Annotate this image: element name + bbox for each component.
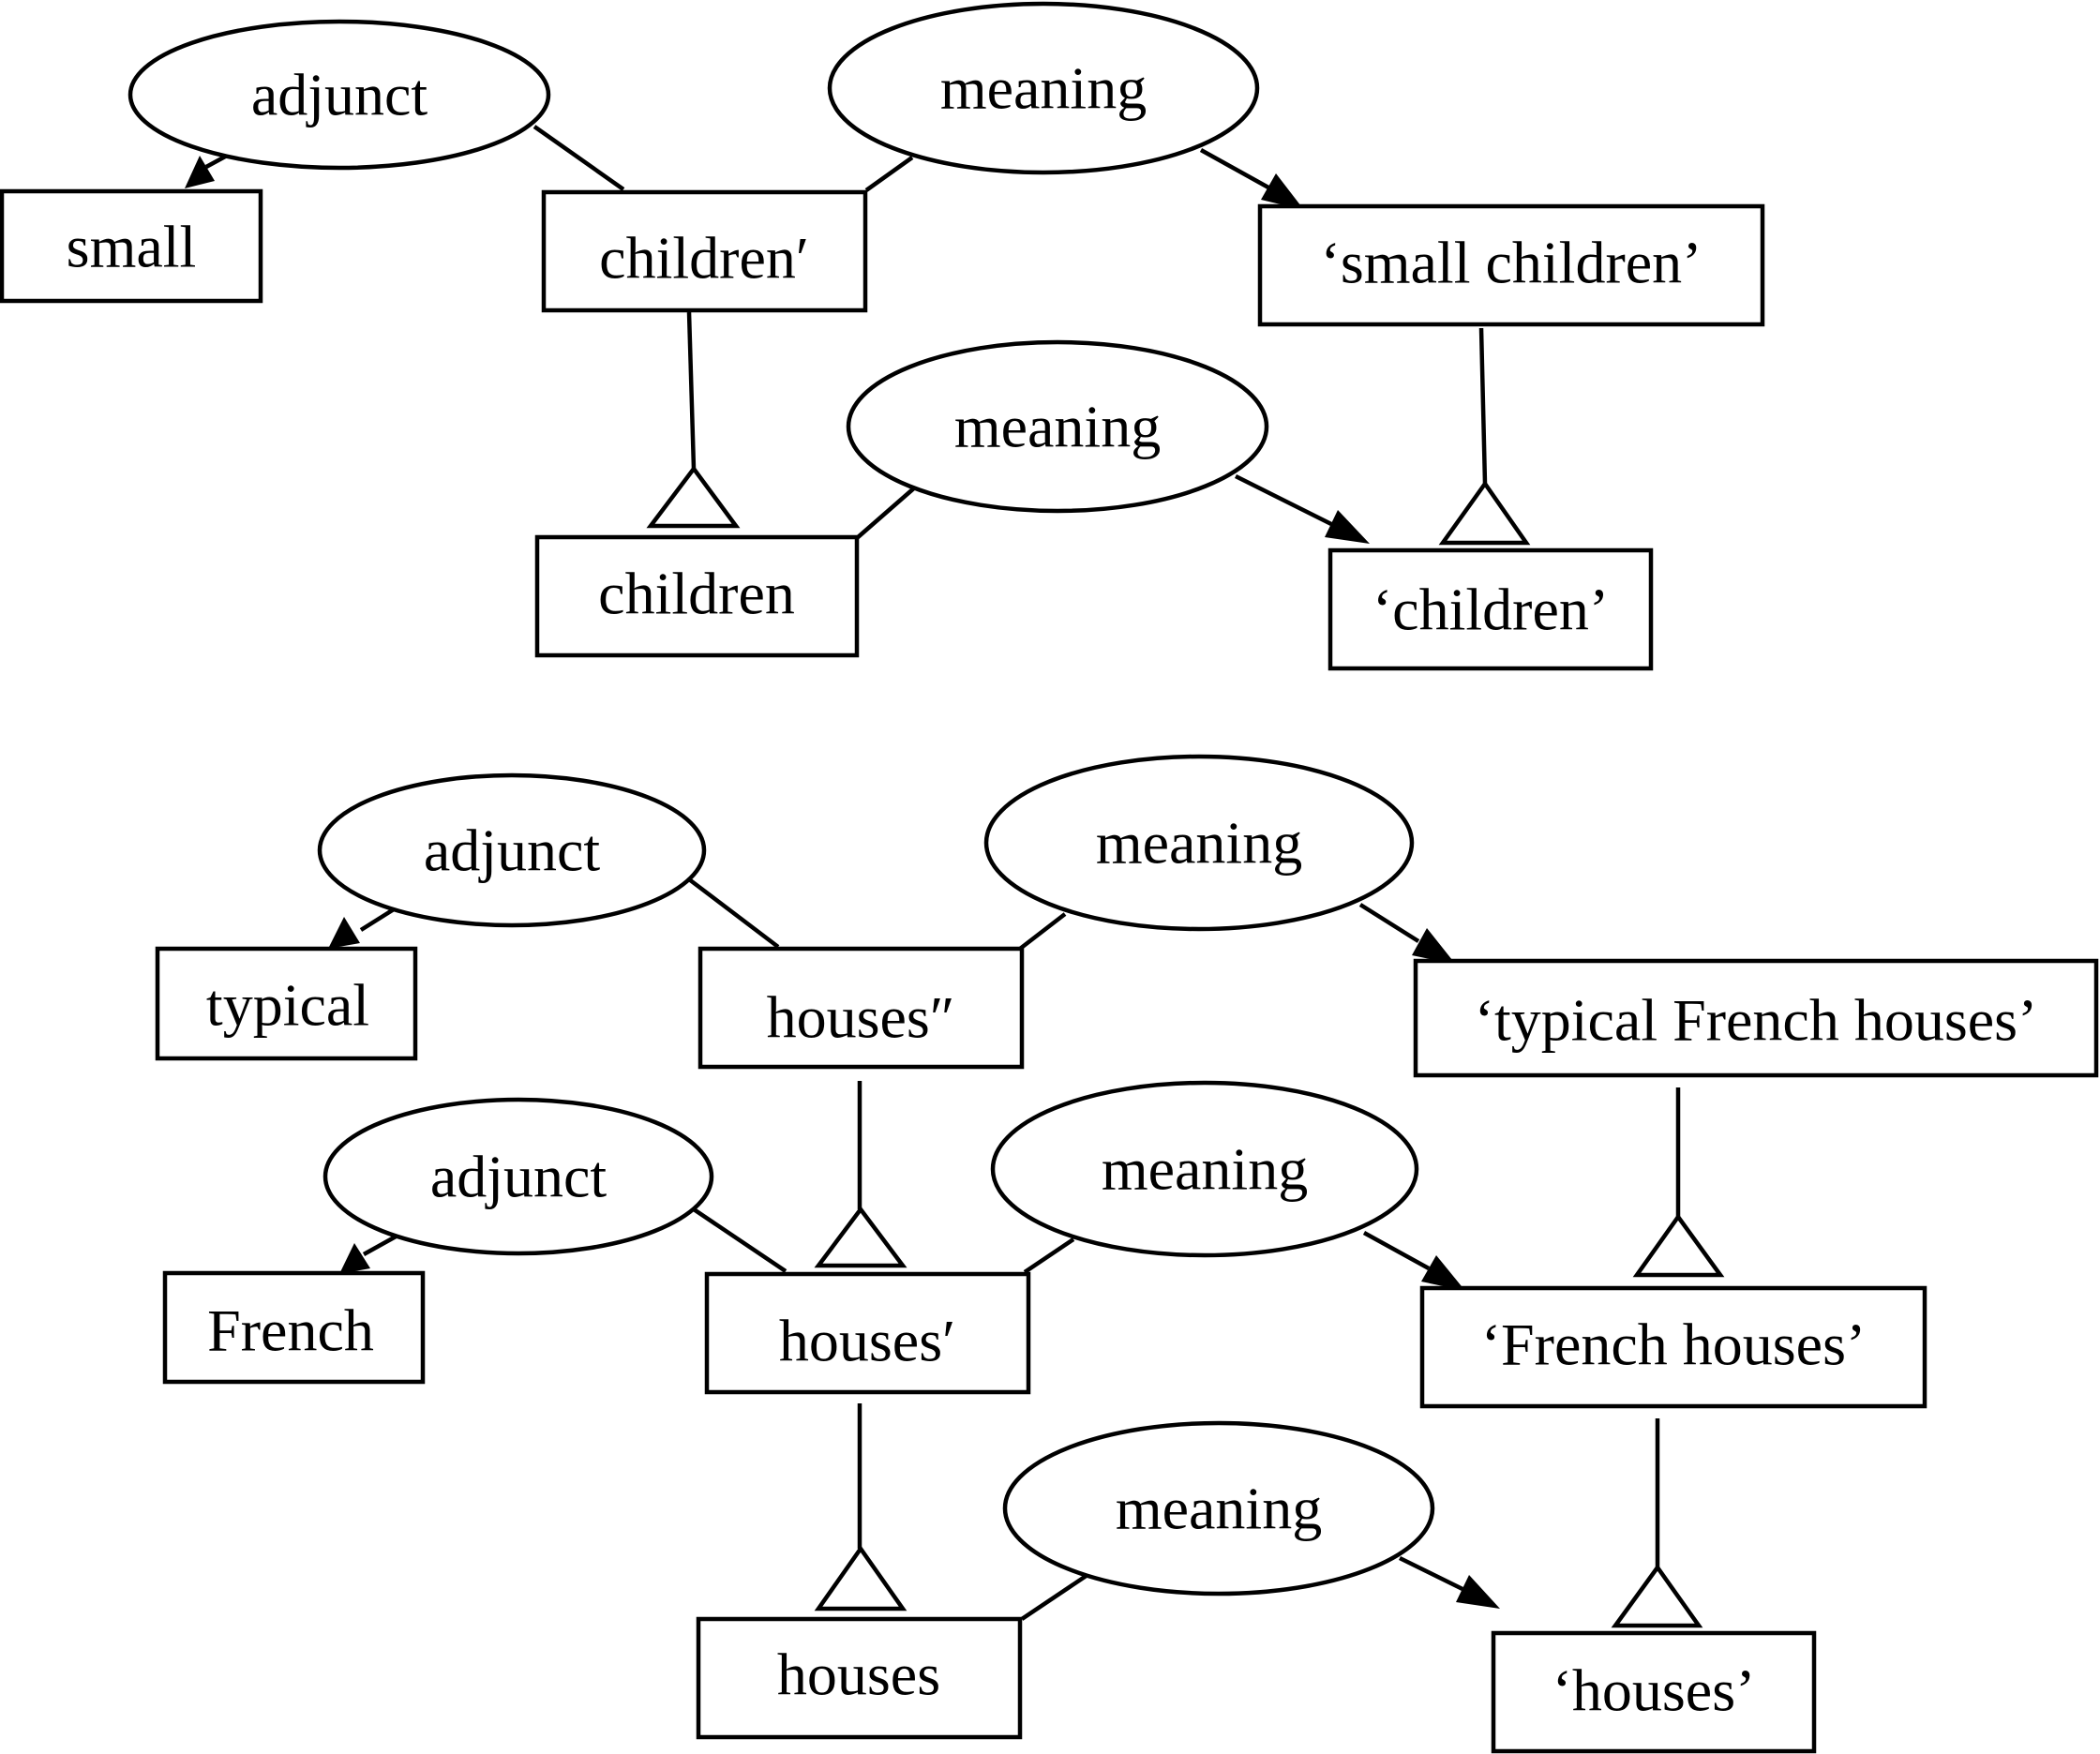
meaning-oval: [1002, 1420, 1435, 1597]
adjunct-label: adjunct: [430, 1144, 608, 1210]
isa-triangle: [1632, 1213, 1725, 1278]
isa-triangle: [814, 1206, 908, 1268]
isa-triangle: [1611, 1564, 1703, 1628]
isa-triangle: [1438, 480, 1531, 546]
arrow-head: [339, 1243, 370, 1274]
meaning-oval: [990, 1080, 1419, 1258]
adjunct-link-line: [687, 877, 780, 949]
meaning-box-french-houses: [1419, 1285, 1928, 1409]
adjunct-oval: [128, 19, 551, 171]
meaning-box-children: [1328, 547, 1654, 671]
adjunct-oval: [317, 772, 707, 928]
word-label-children: children: [598, 561, 795, 627]
meaning-link-line: [1018, 912, 1067, 951]
meaning-oval: [827, 1, 1260, 175]
word-box-houses-prime: [704, 1271, 1031, 1395]
word-box-houses-double-prime: [698, 946, 1025, 1070]
isa-triangle: [646, 465, 741, 529]
word-box-small: [0, 188, 263, 304]
adjunct-arrow: [362, 1234, 399, 1256]
meaning-link-line: [1023, 1237, 1075, 1274]
word-box-children: [534, 534, 860, 658]
meaning-link-line: [855, 478, 925, 540]
example-typical-french-houses: adjunct meaning adjunct meaning meaning …: [155, 754, 2099, 1754]
isa-line: [1478, 327, 1488, 485]
meaning-label: meaning: [1102, 1136, 1308, 1203]
meaning-arrow: [1358, 903, 1420, 943]
adjunct-label: adjunct: [251, 62, 428, 128]
arrow-head: [1412, 928, 1456, 965]
meaning-label-children: ‘children’: [1372, 577, 1609, 643]
meaning-arrow: [1234, 473, 1333, 527]
arrow-head: [1261, 173, 1304, 210]
example-small-children: adjunct meaning meaning small children′ …: [0, 1, 1765, 671]
isa-triangle: [814, 1545, 908, 1612]
arrow-head: [1421, 1255, 1465, 1291]
arrow-head: [328, 917, 360, 949]
meaning-label: meaning: [1096, 810, 1302, 877]
word-label-houses-double-prime: houses″: [767, 984, 955, 1051]
meaning-arrow: [1399, 1555, 1463, 1592]
meaning-label: meaning: [1116, 1476, 1322, 1542]
meaning-label-small-children: ‘small children’: [1321, 230, 1702, 296]
word-label-french: French: [207, 1297, 374, 1364]
adjunct-arrow: [359, 907, 396, 932]
arrow-head: [1325, 510, 1370, 544]
meaning-label-french-houses: ‘French houses’: [1481, 1312, 1867, 1378]
word-box-typical: [155, 946, 418, 1061]
word-box-french: [162, 1270, 426, 1385]
word-label-small: small: [67, 214, 197, 280]
arrow-head: [185, 156, 215, 188]
arrow-head: [1456, 1575, 1500, 1609]
adjunct-oval: [322, 1097, 714, 1256]
isa-line: [686, 311, 697, 470]
word-label-houses-prime: houses′: [779, 1308, 955, 1374]
word-label-children-prime: children′: [599, 225, 809, 292]
adjunct-link-line: [532, 125, 625, 191]
meaning-label-houses: ‘houses’: [1552, 1657, 1756, 1724]
adjunct-label: adjunct: [424, 817, 601, 884]
meaning-oval: [846, 339, 1269, 514]
meaning-box-small-children: [1257, 203, 1765, 327]
meaning-arrow: [1199, 148, 1270, 189]
meaning-oval: [983, 754, 1415, 932]
meaning-link-line: [1020, 1573, 1089, 1621]
word-box-children-prime: [541, 189, 868, 313]
meaning-link-line: [864, 156, 914, 192]
meaning-label-typical-french-houses: ‘typical French houses’: [1475, 987, 2038, 1054]
word-label-typical: typical: [206, 972, 369, 1039]
meaning-box-typical-french-houses: [1413, 958, 2099, 1078]
meaning-label: meaning: [940, 55, 1147, 122]
word-label-houses: houses: [777, 1642, 940, 1708]
word-box-houses: [696, 1616, 1023, 1740]
adjunct-link-line: [692, 1207, 788, 1273]
meaning-box-houses: [1491, 1630, 1817, 1754]
meaning-arrow: [1362, 1231, 1431, 1270]
meaning-label: meaning: [954, 394, 1161, 460]
